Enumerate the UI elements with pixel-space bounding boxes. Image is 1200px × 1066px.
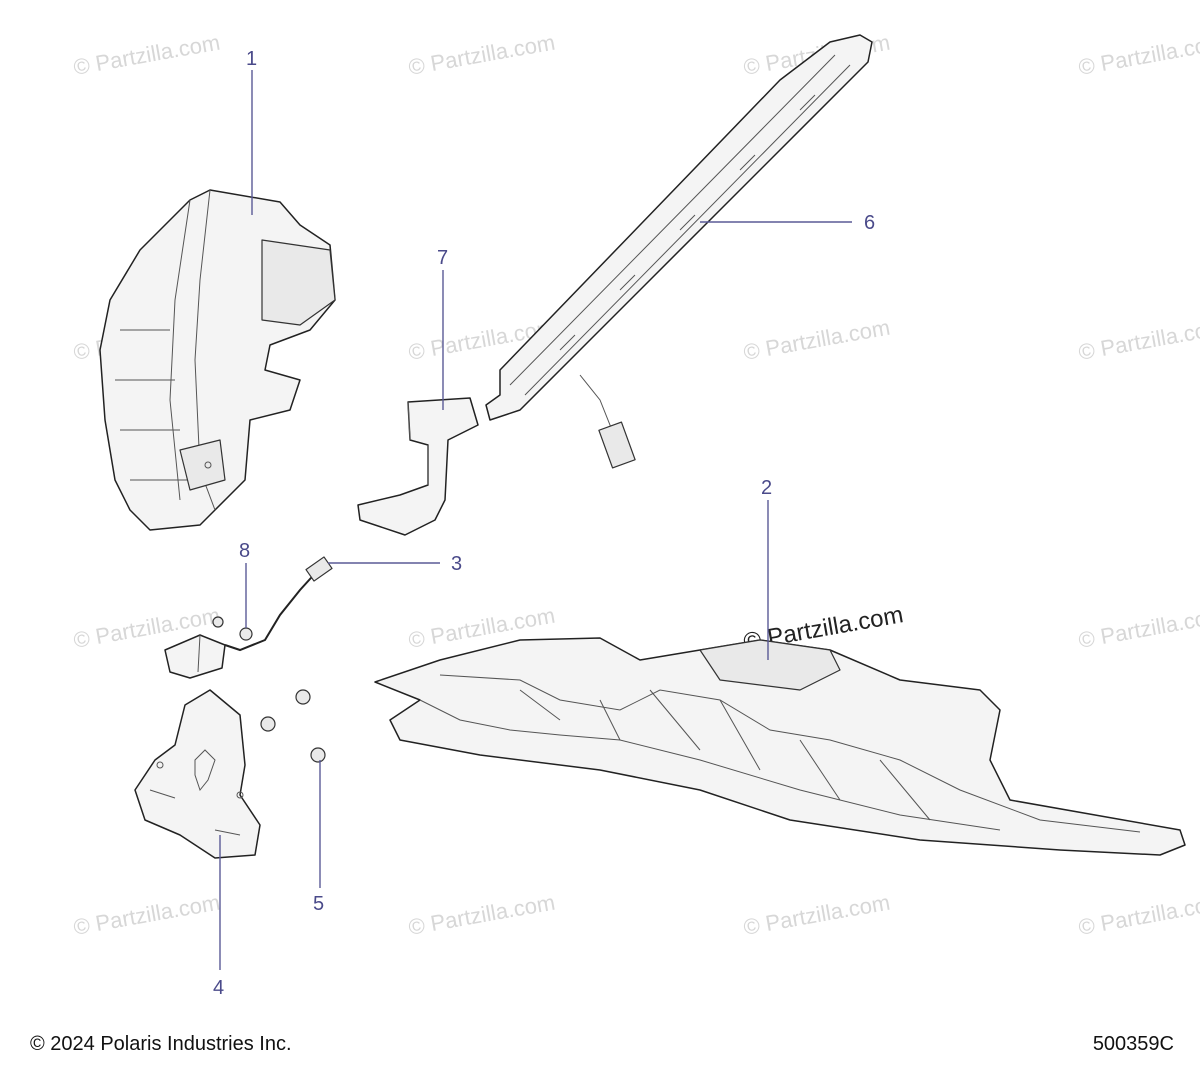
leader-lines (219, 70, 852, 970)
watermark: © Partzilla.com (72, 30, 222, 80)
callout-3: 3 (451, 553, 462, 575)
part-6-light-bar (485, 34, 873, 469)
diagram-number: 500359C (1092, 1033, 1174, 1055)
part-8-nut (212, 616, 253, 641)
watermark: © Partzilla.com (742, 315, 892, 365)
callouts: 1 2 3 4 5 6 7 8 (213, 48, 875, 999)
callout-6: 6 (864, 212, 875, 234)
callout-4: 4 (213, 977, 224, 999)
part-1-lamp-housing (99, 189, 336, 531)
part-2-tail-light (374, 637, 1186, 856)
watermark: © Partzilla.com (1077, 890, 1200, 940)
callout-7: 7 (437, 247, 448, 269)
callout-2: 2 (761, 477, 772, 499)
part-4-mounting-plate (134, 689, 261, 859)
copyright-text: © 2024 Polaris Industries Inc. (30, 1033, 292, 1055)
watermark: © Partzilla.com (407, 30, 557, 80)
callout-8: 8 (239, 540, 250, 562)
watermark: © Partzilla.com (72, 890, 222, 940)
callout-5: 5 (313, 893, 324, 915)
watermark: © Partzilla.com (1077, 315, 1200, 365)
part-5-push-nuts (260, 689, 326, 763)
watermark: © Partzilla.com (407, 890, 557, 940)
watermark: © Partzilla.com (1077, 30, 1200, 80)
part-7-bracket (357, 397, 479, 536)
watermark: © Partzilla.com (742, 890, 892, 940)
license-lamp (164, 634, 226, 679)
watermark: © Partzilla.com (1077, 603, 1200, 653)
callout-1: 1 (246, 48, 257, 70)
